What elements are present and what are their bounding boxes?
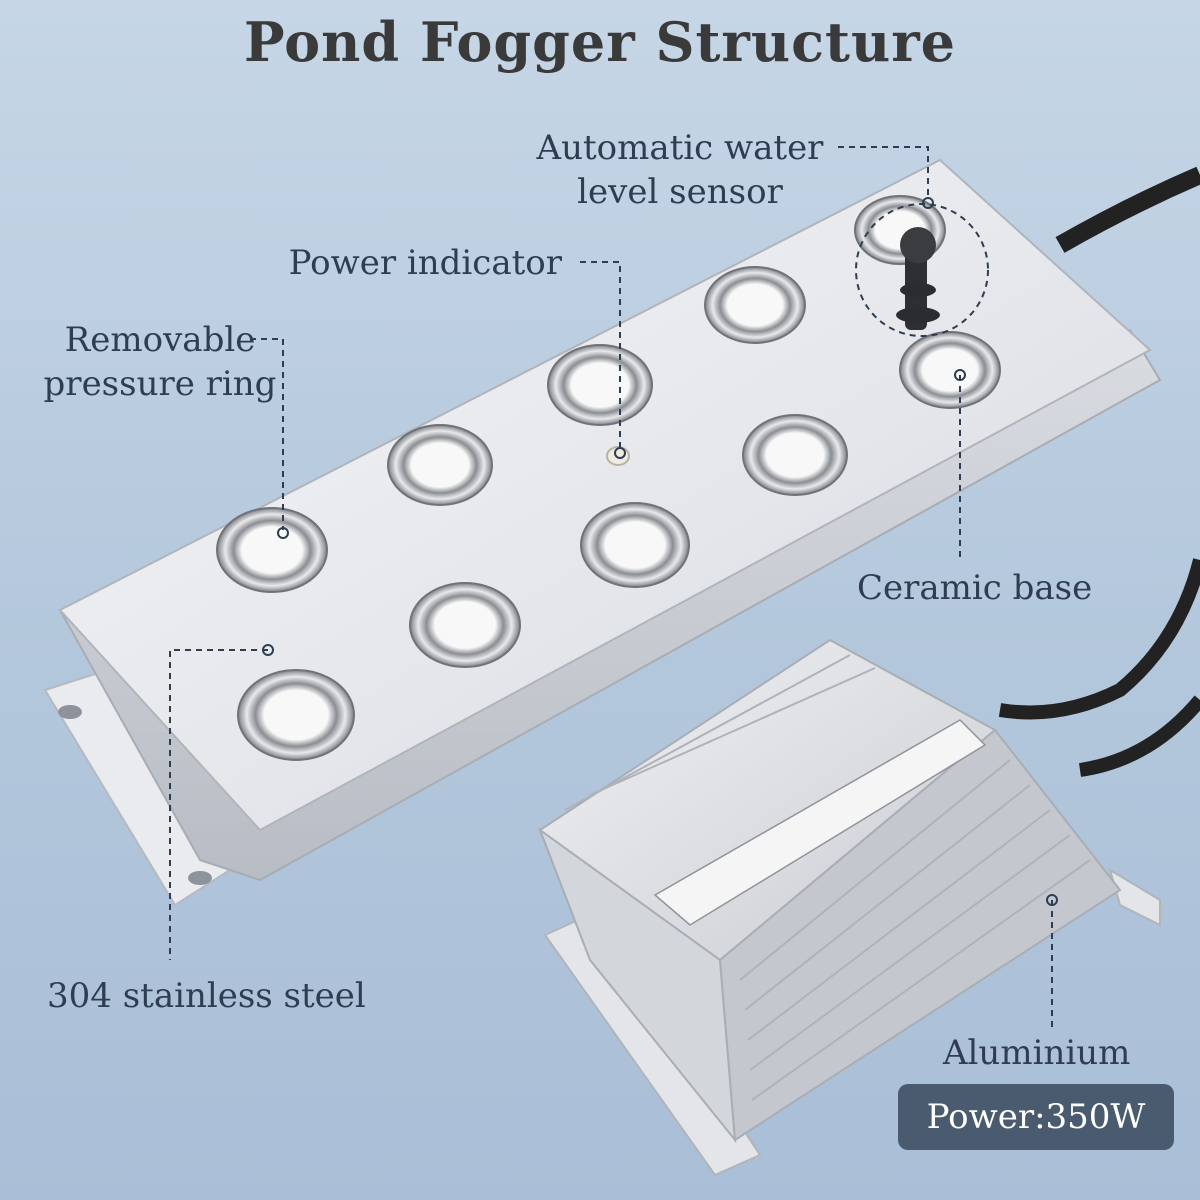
label-ring-line1: Removable: [64, 320, 256, 360]
psu-flange-right: [1108, 867, 1161, 927]
label-ring-line2: pressure ring: [43, 364, 277, 404]
label-sensor-line1: Automatic water: [536, 128, 824, 168]
page-title: Pond Fogger Structure: [243, 10, 957, 74]
power-badge: Power:350W: [898, 1084, 1174, 1150]
power-indicator-led: [606, 446, 630, 466]
leader-lines: [169, 146, 1053, 1030]
label-sensor-line2: level sensor: [577, 172, 783, 212]
output-cable: [1078, 695, 1200, 777]
label-stainless-steel: 304 stainless steel: [47, 976, 366, 1016]
power-cable-2: [998, 558, 1200, 720]
power-cable: [1055, 166, 1200, 253]
sensor-highlight-circle: [855, 203, 989, 337]
leader-dots: [262, 197, 1058, 906]
water-level-sensor: [896, 227, 940, 330]
fogger-top: [58, 158, 1152, 832]
mount-hole: [58, 705, 82, 719]
label-power-indicator: Power indicator: [288, 243, 562, 283]
psu-fins: [564, 654, 1091, 1101]
mount-hole: [188, 871, 212, 885]
atomizer-rings: [216, 195, 1001, 761]
label-aluminium: Aluminium: [943, 1033, 1131, 1073]
label-ceramic-base: Ceramic base: [857, 568, 1093, 608]
psu-label-plate: [653, 719, 987, 926]
